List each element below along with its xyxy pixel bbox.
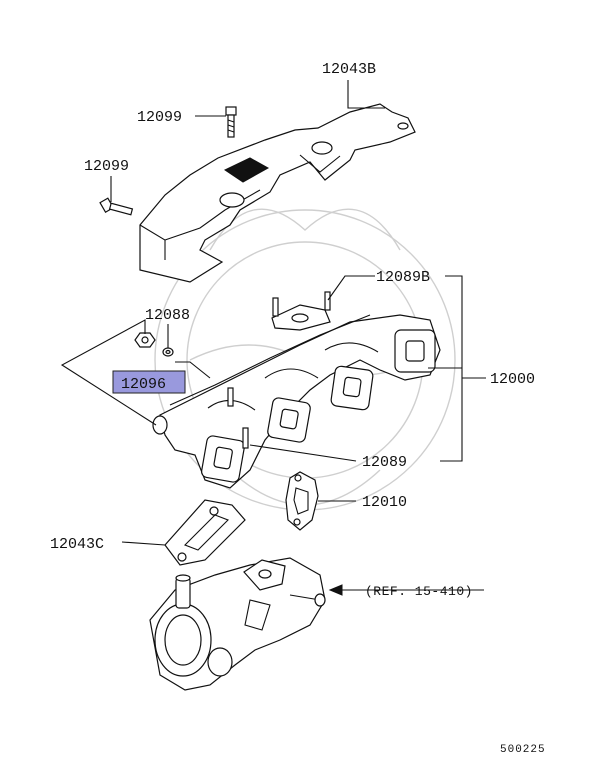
turbocharger xyxy=(149,557,326,691)
leader-lines xyxy=(60,80,486,596)
reference-note: (REF. 15-410) xyxy=(365,584,473,599)
label-12088: 12088 xyxy=(145,307,190,324)
label-12099-left: 12099 xyxy=(84,158,129,175)
image-code: 500225 xyxy=(500,744,546,756)
heat-protector-upper xyxy=(139,103,416,283)
bolt-upper xyxy=(225,106,237,138)
label-12089: 12089 xyxy=(362,454,407,471)
exhaust-manifold xyxy=(152,304,441,489)
gasket-12010 xyxy=(285,471,319,531)
label-12043c: 12043C xyxy=(50,536,104,553)
bolt-left xyxy=(99,197,134,216)
washer-12088 xyxy=(162,347,174,357)
label-12089b: 12089B xyxy=(376,269,430,286)
highlight-12096 xyxy=(112,370,186,394)
nut-12096 xyxy=(134,332,156,348)
label-12099-upper: 12099 xyxy=(137,109,182,126)
label-12043b: 12043B xyxy=(322,61,376,78)
label-12000: 12000 xyxy=(490,371,535,388)
stud-12089b-pair xyxy=(272,291,331,317)
label-12010: 12010 xyxy=(362,494,407,511)
heat-protector-lower xyxy=(164,499,246,566)
label-12096: 12096 xyxy=(121,376,166,393)
stud-12089-pair xyxy=(227,387,249,449)
